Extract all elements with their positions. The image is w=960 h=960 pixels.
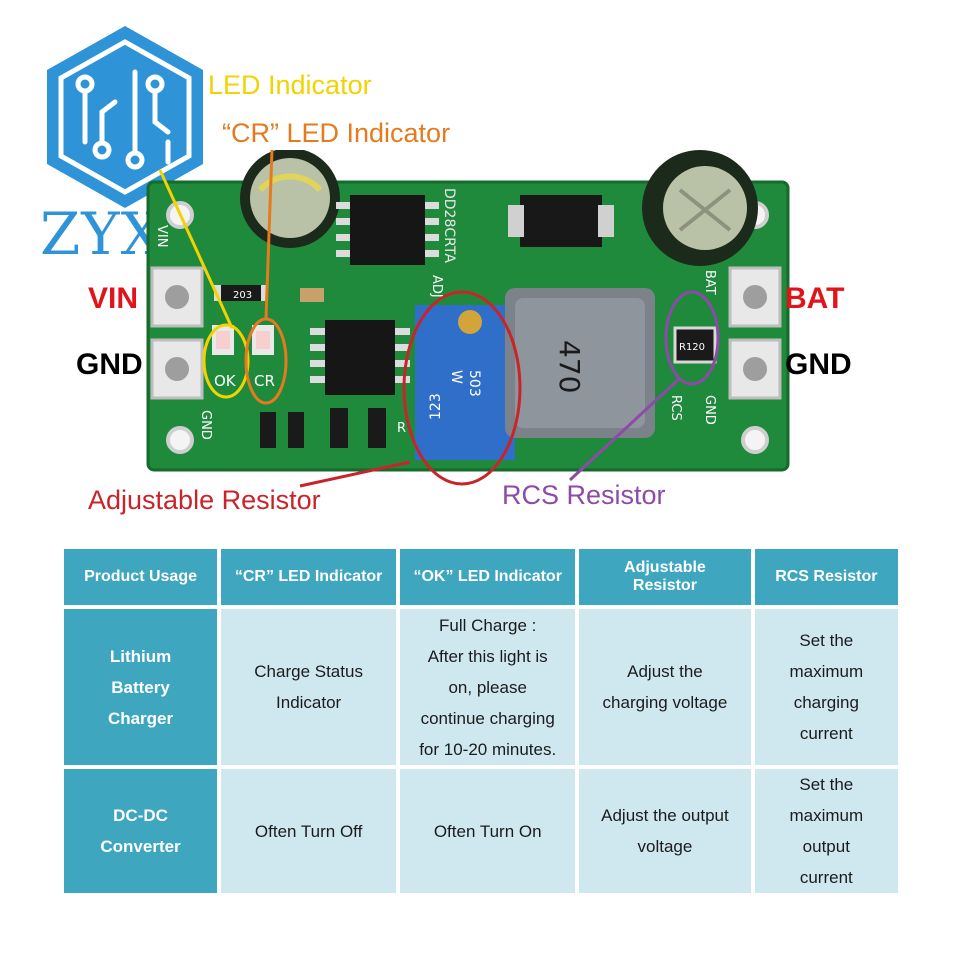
pot-marking-123: 123 <box>428 393 444 420</box>
silk-adj: ADJ <box>429 275 444 298</box>
adjustable-resistor-label: Adjustable Resistor <box>88 485 321 515</box>
silk-rcs: RCS <box>668 395 683 421</box>
rcs-resistor-label: RCS Resistor <box>502 480 666 510</box>
row-adj-cell: Adjust the charging voltage <box>579 609 751 765</box>
silk-ok: OK <box>214 372 237 390</box>
row-rcs-cell: Set the maximum output current <box>754 769 898 893</box>
row-ok-cell: Full Charge : After this light is on, pl… <box>400 609 576 765</box>
header-ok-led: “OK” LED Indicator <box>400 549 576 605</box>
silk-r: R <box>397 421 406 436</box>
vin-label: VIN <box>88 282 139 315</box>
silk-gnd-left: GND <box>198 410 213 440</box>
row-usage-cell: DC-DC Converter <box>64 769 218 893</box>
pot-marking-w: W <box>448 370 464 384</box>
silk-gnd-right: GND <box>702 395 717 425</box>
row-usage-cell: Lithium Battery Charger <box>64 609 218 765</box>
header-rcs-resistor: RCS Resistor <box>754 549 898 605</box>
brand-logo-icon <box>47 26 203 208</box>
row-adj-cell: Adjust the output voltage <box>579 769 751 893</box>
header-adjustable-resistor: Adjustable Resistor <box>579 549 751 605</box>
row-cr-cell: Often Turn Off <box>221 769 397 893</box>
resistor-203-marking: 203 <box>233 290 252 301</box>
bat-label: BAT <box>785 282 845 315</box>
gnd-right-label: GND <box>785 348 852 381</box>
silk-vin: VIN <box>154 225 169 247</box>
silk-cr: CR <box>254 372 275 390</box>
table-row: Lithium Battery Charger Charge Status In… <box>64 609 898 765</box>
table-header-row: Product Usage “CR” LED Indicator “OK” LE… <box>64 549 898 605</box>
table-row: DC-DC Converter Often Turn Off Often Tur… <box>64 769 898 893</box>
inductor-marking: 470 <box>553 340 586 393</box>
chip-marking: DD28CRTA <box>441 188 457 263</box>
pot-marking-503: 503 <box>466 370 482 397</box>
silk-bat: BAT <box>702 270 717 295</box>
resistor-r120-marking: R120 <box>679 342 705 353</box>
row-ok-cell: Often Turn On <box>400 769 576 893</box>
cr-led-indicator-label: “CR” LED Indicator <box>222 118 451 148</box>
usage-table: Product Usage “CR” LED Indicator “OK” LE… <box>60 545 902 897</box>
header-cr-led: “CR” LED Indicator <box>221 549 397 605</box>
pcb-board-image: DD28CRTA 203 OK CR VIN ADJ GND BAT RCS G… <box>146 150 790 472</box>
gnd-left-label: GND <box>76 348 143 381</box>
header-product-usage: Product Usage <box>64 549 218 605</box>
row-cr-cell: Charge Status Indicator <box>221 609 397 765</box>
led-indicator-label: LED Indicator <box>208 70 372 100</box>
row-rcs-cell: Set the maximum charging current <box>754 609 898 765</box>
